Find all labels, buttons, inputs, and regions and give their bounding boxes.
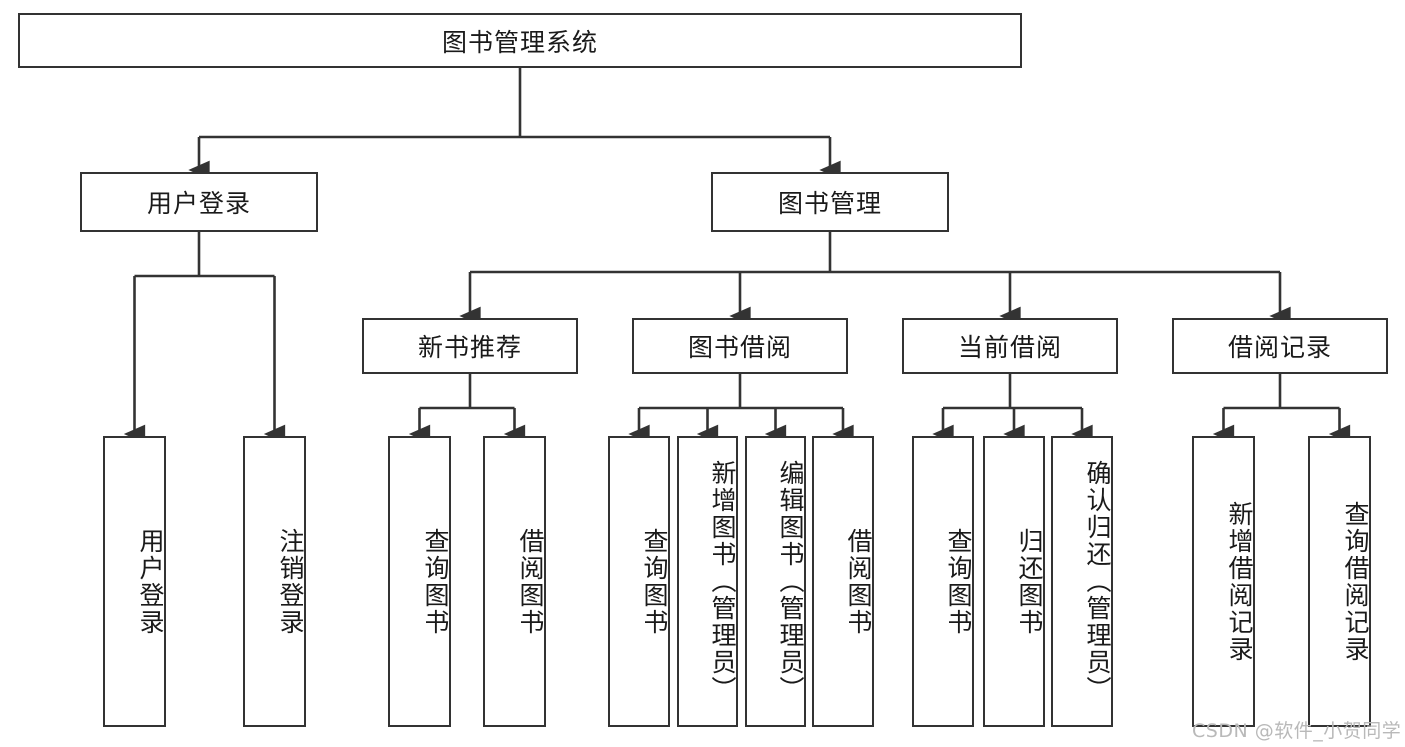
node-borrow-book-1: 借阅图书 — [483, 436, 546, 727]
node-label: 编辑图书（管理员） — [776, 460, 805, 703]
node-label: 用户登录 — [136, 527, 165, 636]
node-query-book-2: 查询图书 — [608, 436, 670, 727]
node-label: 借阅图书 — [844, 527, 873, 636]
node-label: 新书推荐 — [417, 333, 522, 362]
node-add-book: 新增图书（管理员） — [677, 436, 738, 727]
node-query-borrow-record: 查询借阅记录 — [1308, 436, 1371, 727]
node-label: 新增借阅记录 — [1225, 500, 1254, 663]
node-current-borrow: 当前借阅 — [902, 318, 1118, 374]
node-confirm-return: 确认归还（管理员） — [1051, 436, 1113, 727]
node-borrow-record: 借阅记录 — [1172, 318, 1388, 374]
node-edit-book: 编辑图书（管理员） — [745, 436, 806, 727]
node-label: 图书借阅 — [687, 333, 792, 362]
node-root: 图书管理系统 — [18, 13, 1022, 68]
node-label: 查询图书 — [640, 527, 669, 636]
node-user-login-leaf: 用户登录 — [103, 436, 166, 727]
node-label: 图书管理系统 — [441, 27, 598, 57]
node-label: 归还图书 — [1015, 527, 1044, 636]
node-add-borrow-record: 新增借阅记录 — [1192, 436, 1255, 727]
node-borrow-book-2: 借阅图书 — [812, 436, 874, 727]
node-label: 查询借阅记录 — [1341, 500, 1370, 663]
node-new-book-recommend: 新书推荐 — [362, 318, 578, 374]
node-label: 借阅记录 — [1227, 333, 1332, 362]
node-book-borrow: 图书借阅 — [632, 318, 848, 374]
csdn-watermark: CSDN @软件_小贺同学 — [1192, 720, 1402, 742]
node-label: 新增图书（管理员） — [708, 460, 737, 703]
node-label: 当前借阅 — [957, 333, 1062, 362]
node-label: 查询图书 — [421, 527, 450, 636]
node-user-logout-leaf: 注销登录 — [243, 436, 306, 727]
node-label: 确认归还（管理员） — [1083, 460, 1112, 703]
node-user-login: 用户登录 — [80, 172, 318, 232]
node-return-book: 归还图书 — [983, 436, 1045, 727]
node-label: 注销登录 — [276, 527, 305, 636]
node-label: 图书管理 — [777, 189, 882, 218]
node-label: 用户登录 — [146, 189, 251, 218]
node-label: 借阅图书 — [516, 527, 545, 636]
node-query-book-1: 查询图书 — [388, 436, 451, 727]
node-book-management: 图书管理 — [711, 172, 949, 232]
node-label: 查询图书 — [944, 527, 973, 636]
node-query-book-3: 查询图书 — [912, 436, 974, 727]
